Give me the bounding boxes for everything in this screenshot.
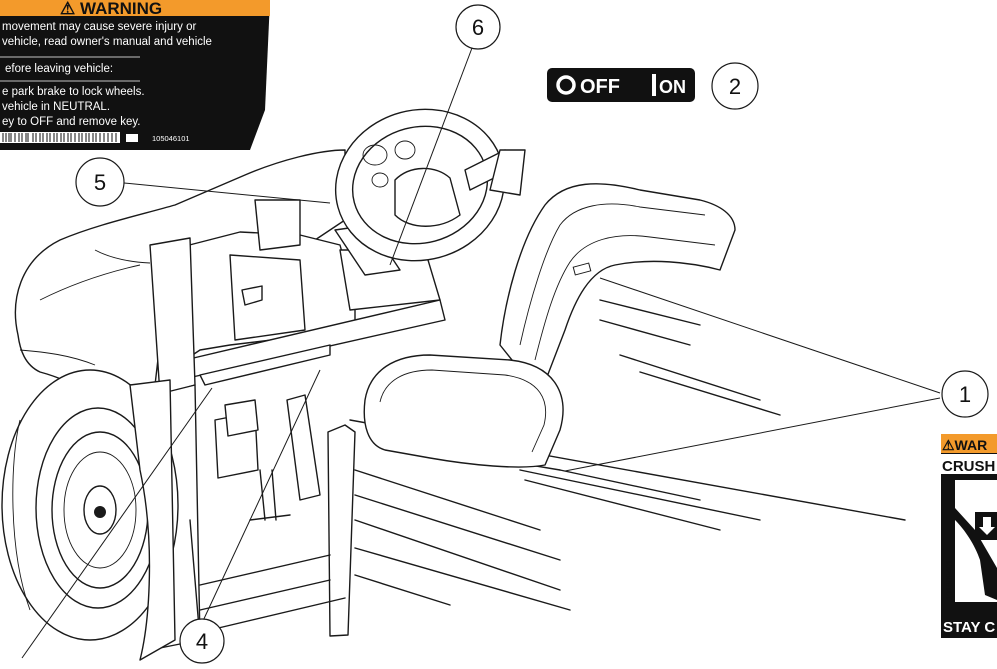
seat-decal-label bbox=[572, 262, 592, 276]
callout-1-number: 1 bbox=[959, 382, 971, 407]
vehicle-illustration bbox=[1, 108, 906, 661]
brake-pedal bbox=[286, 394, 321, 501]
crush-decal-header: ⚠WAR bbox=[942, 437, 987, 453]
warning-decal-header: ⚠ WARNING bbox=[60, 0, 162, 18]
off-symbol-icon bbox=[556, 75, 576, 95]
warning-decal-line-2: vehicle, read owner's manual and vehicle bbox=[2, 36, 212, 48]
crush-decal-footer: STAY C bbox=[943, 619, 995, 636]
callout-4: 6 bbox=[455, 4, 501, 50]
on-label: ON bbox=[659, 77, 686, 97]
warning-decal-line-4: e park brake to lock wheels. bbox=[2, 86, 145, 98]
warning-decal-line-5: vehicle in NEUTRAL. bbox=[2, 101, 110, 113]
on-symbol-icon bbox=[652, 74, 656, 96]
barcode bbox=[0, 132, 120, 143]
crush-decal-title: CRUSH bbox=[942, 458, 995, 475]
warning-decal: ⚠ WARNING movement may cause severe inju… bbox=[0, 0, 270, 150]
callout-6: 4 bbox=[179, 618, 225, 664]
crush-hand-icon bbox=[955, 508, 997, 600]
warning-decal-line-1: movement may cause severe injury or bbox=[2, 21, 196, 33]
off-label: OFF bbox=[580, 76, 620, 98]
vehicle-bed bbox=[349, 299, 906, 611]
warning-decal-part-number: 105046101 bbox=[152, 134, 190, 143]
crush-decal-part-number: 101609401 bbox=[945, 559, 954, 600]
warning-decal-line-6: ey to OFF and remove key. bbox=[2, 116, 140, 128]
callout-5: 5 bbox=[75, 157, 125, 207]
warning-decal-line-3: efore leaving vehicle: bbox=[5, 63, 113, 75]
crush-arrow-icon bbox=[979, 517, 995, 535]
key-switch-decal: OFF ON bbox=[547, 68, 695, 102]
callout-2: 2 bbox=[711, 62, 759, 110]
callout-2-number: 2 bbox=[729, 74, 741, 99]
callout-5-number: 5 bbox=[94, 170, 106, 195]
front-wheel bbox=[1, 369, 179, 641]
seat-cushion bbox=[363, 354, 564, 468]
cab-post bbox=[327, 424, 356, 637]
callout-1: 1 bbox=[941, 370, 989, 418]
crush-decal: ⚠WAR CRUSH 101609401 STAY C bbox=[941, 434, 997, 638]
seat-back bbox=[499, 183, 736, 396]
callout-4-number: 6 bbox=[472, 15, 484, 40]
leader-lines bbox=[21, 47, 941, 659]
callout-6-number: 4 bbox=[196, 629, 208, 654]
